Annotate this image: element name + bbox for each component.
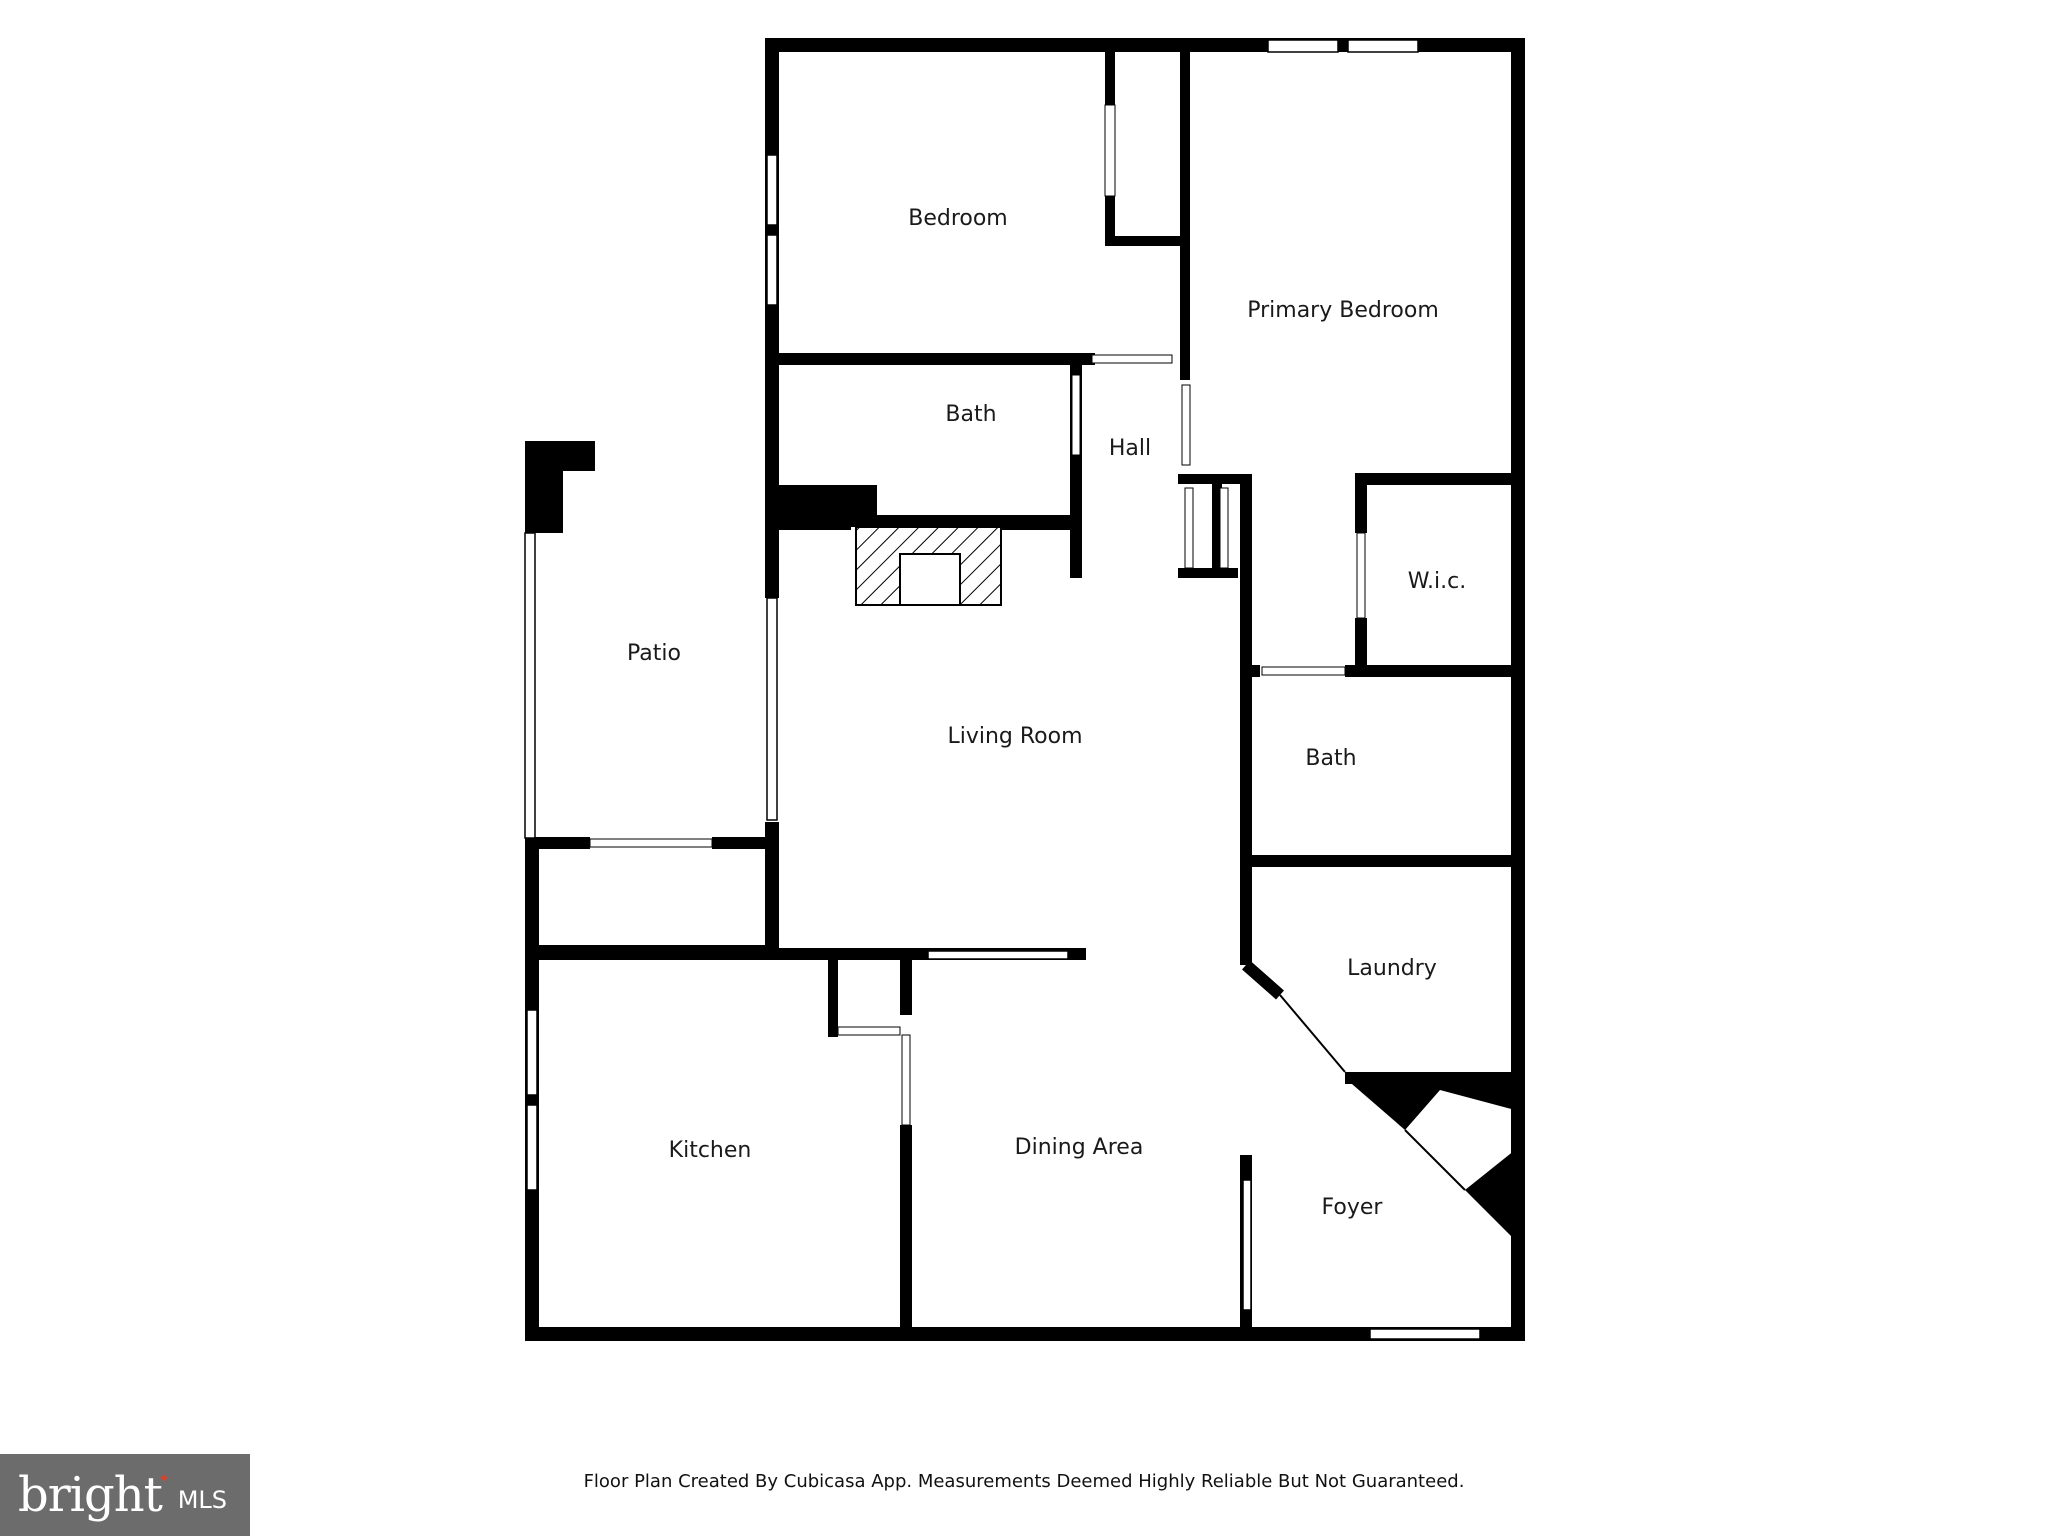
label-laundry: Laundry [1347, 956, 1437, 981]
fireplace-firebox [899, 553, 961, 606]
label-kitchen: Kitchen [669, 1138, 752, 1163]
window-living-bottom [927, 950, 1069, 960]
wall-pantry-left [828, 955, 838, 1037]
door-wic [1356, 532, 1366, 619]
wall-hall-closet-bottom [1178, 568, 1238, 578]
label-living-room: Living Room [947, 724, 1082, 749]
room-labels: Bedroom Primary Bedroom Bath Hall W.i.c.… [627, 206, 1466, 1220]
wall-kitchen-right [900, 1125, 912, 1335]
wall-left-mid [765, 822, 779, 954]
label-hall: Hall [1109, 436, 1151, 461]
wall-foyer-corner-upper [1345, 1078, 1515, 1130]
window-top-2 [1347, 39, 1419, 53]
label-dining-area: Dining Area [1015, 1135, 1144, 1160]
label-bath-upper: Bath [945, 402, 996, 427]
wall-patio-corner-v [525, 441, 563, 533]
label-bedroom: Bedroom [908, 206, 1008, 231]
door-kitchen-dining [901, 1034, 911, 1126]
window-foyer-left [1242, 1179, 1252, 1311]
wall-wic-left-a [1355, 473, 1367, 533]
door-bedroom-closet [1104, 104, 1116, 197]
label-patio: Patio [627, 641, 681, 666]
label-primary-bedroom: Primary Bedroom [1247, 298, 1439, 323]
bright-mls-logo: bright ✦ MLS [0, 1454, 250, 1536]
wall-bottom [525, 1327, 1525, 1341]
wall-fireplace-top-r [1000, 524, 1072, 530]
wall-hall-closet-mid [1212, 474, 1222, 578]
door-primary-hall [1181, 384, 1191, 466]
window-bedroom-1 [766, 154, 778, 226]
wall-storage-bottom [539, 945, 779, 951]
wall-bath-block [779, 485, 877, 527]
wall-fireplace-top-l [779, 524, 851, 530]
diagonal-walls [1242, 960, 1515, 1240]
wall-left-upper [765, 38, 779, 598]
wall-foyer-door [1404, 1129, 1466, 1191]
wall-bed-closet-v [1105, 50, 1115, 105]
wall-bed-closet-h [1105, 236, 1185, 246]
door-hall-top [1091, 354, 1173, 364]
door-bath-hall [1071, 374, 1081, 456]
wall-foyer-corner-lower [1465, 1150, 1515, 1240]
wall-laundry-diagonal [1242, 960, 1284, 1000]
wall-kitchen-top-r [1070, 948, 1086, 960]
fireplace [855, 526, 1002, 606]
door-hall-closet-2 [1219, 487, 1229, 569]
window-bedroom-2 [766, 234, 778, 306]
wall-laundry-door [1279, 994, 1346, 1073]
label-bath-lower: Bath [1305, 746, 1356, 771]
window-kitchen-1 [526, 1009, 538, 1096]
door-bath2 [1261, 666, 1346, 676]
windows [524, 39, 1481, 1340]
wall-storage-left [525, 840, 539, 960]
door-pantry [837, 1026, 901, 1036]
wall-hall-closet-right [1240, 474, 1252, 674]
wall-wic-bottom [1345, 665, 1515, 677]
window-foyer-bottom [1369, 1328, 1481, 1340]
door-openings [589, 104, 1366, 1126]
wall-patio-bottom-l [525, 837, 590, 849]
door-storage [589, 838, 713, 848]
wall-patio-bottom-r [712, 837, 777, 849]
wall-pantry-right [900, 955, 912, 1015]
wall-bath2-bottom [1240, 855, 1515, 867]
window-kitchen-2 [526, 1104, 538, 1191]
wall-primary-left [1180, 50, 1190, 380]
wall-right [1511, 38, 1525, 1340]
logo-mls-text: MLS [177, 1486, 227, 1514]
window-top-1 [1267, 39, 1339, 53]
window-patio-opening [766, 597, 778, 821]
door-hall-closet [1184, 487, 1194, 569]
label-wic: W.i.c. [1408, 569, 1466, 594]
wall-bed-closet-v2 [1105, 196, 1115, 244]
wall-bath2-left [1240, 665, 1252, 965]
logo-wordmark: bright [18, 1467, 163, 1523]
label-foyer: Foyer [1322, 1195, 1384, 1220]
wall-hall-stub [1070, 520, 1082, 578]
logo-star-icon: ✦ [157, 1471, 170, 1487]
wall-wic-left-b [1355, 618, 1367, 668]
wall-bedroom-bottom [765, 353, 1095, 365]
wall-wic-top [1355, 473, 1515, 485]
footer-caption: Floor Plan Created By Cubicasa App. Meas… [583, 1471, 1465, 1492]
window-patio-left [524, 532, 536, 839]
